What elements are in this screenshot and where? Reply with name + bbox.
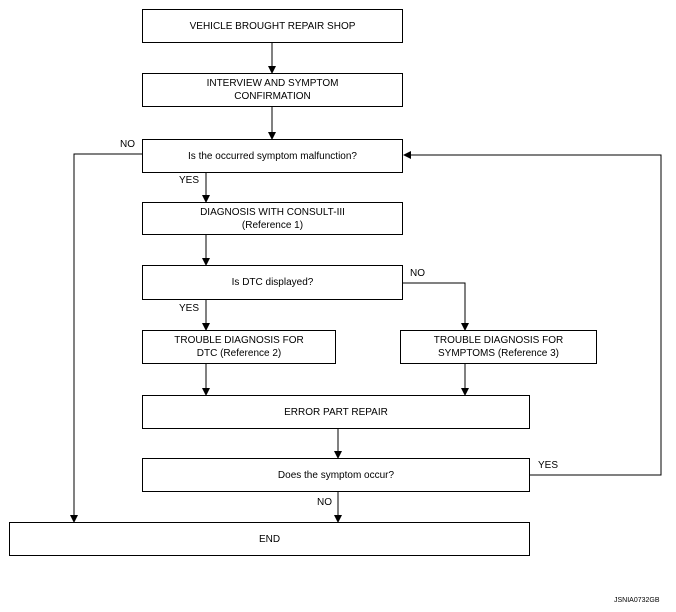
label-malfunction-yes: YES	[179, 175, 200, 186]
label-dtc-yes: YES	[179, 303, 200, 314]
box-label: END	[258, 533, 281, 545]
box-end: END	[9, 522, 530, 556]
box-label: DIAGNOSIS WITH CONSULT-III (Reference 1)	[200, 206, 345, 231]
box-label: VEHICLE BROUGHT REPAIR SHOP	[189, 20, 356, 32]
decision-dtc-displayed: Is DTC displayed?	[142, 265, 403, 300]
box-trouble-diagnosis-dtc: TROUBLE DIAGNOSIS FOR DTC (Reference 2)	[142, 330, 336, 364]
box-diagnosis-consult: DIAGNOSIS WITH CONSULT-III (Reference 1)	[142, 202, 403, 235]
box-label: Is the occurred symptom malfunction?	[188, 150, 357, 162]
box-label: ERROR PART REPAIR	[284, 406, 388, 418]
decision-symptom-occur: Does the symptom occur?	[142, 458, 530, 492]
box-trouble-diagnosis-symptoms: TROUBLE DIAGNOSIS FOR SYMPTOMS (Referenc…	[400, 330, 597, 364]
box-label: Is DTC displayed?	[231, 277, 314, 288]
label-occur-no: NO	[317, 497, 332, 508]
connector-malfunction-no	[70, 153, 142, 523]
connector-dtc-no	[403, 282, 469, 331]
box-error-part-repair: ERROR PART REPAIR	[142, 395, 530, 429]
label-occur-yes: YES	[538, 460, 559, 471]
label-dtc-no: NO	[410, 268, 425, 279]
box-label: TROUBLE DIAGNOSIS FOR DTC (Reference 2)	[174, 335, 304, 359]
connector-occur-yes-loop	[403, 151, 662, 476]
box-interview-symptom-confirmation: INTERVIEW AND SYMPTOM CONFIRMATION	[142, 73, 403, 107]
decision-symptom-malfunction: Is the occurred symptom malfunction?	[142, 139, 403, 173]
box-label: Does the symptom occur?	[277, 469, 395, 481]
figure-id: JSNIA0732GB	[614, 597, 660, 604]
box-vehicle-brought-repair-shop: VEHICLE BROUGHT REPAIR SHOP	[142, 9, 403, 43]
box-label: INTERVIEW AND SYMPTOM CONFIRMATION	[206, 78, 339, 102]
label-malfunction-no: NO	[120, 139, 135, 150]
box-label: TROUBLE DIAGNOSIS FOR SYMPTOMS (Referenc…	[433, 335, 564, 359]
